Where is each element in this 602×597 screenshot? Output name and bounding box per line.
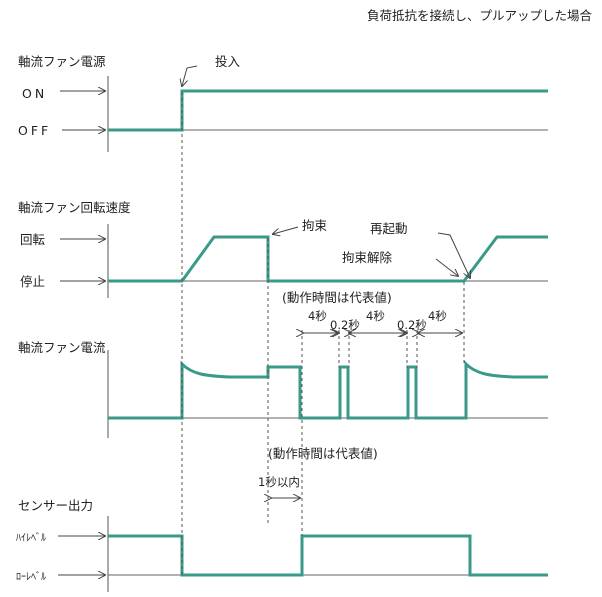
lock-release-label: 拘束解除 — [342, 250, 393, 265]
current-signal — [108, 360, 548, 420]
power-section-title: 軸流ファン電源 — [18, 54, 106, 69]
typical-note-2: (動作時間は代表値) — [268, 446, 378, 461]
lock-pointer — [273, 226, 299, 234]
restart-label: 再起動 — [370, 221, 408, 236]
power-on-pointer — [182, 65, 198, 86]
sensor-level-high: ﾊｲﾚﾍﾞﾙ — [16, 532, 46, 544]
speed-section-title: 軸流ファン回転速度 — [18, 200, 131, 215]
lock-label: 拘束 — [302, 218, 328, 233]
restart-pointer — [437, 232, 470, 278]
speed-level-run: 回転 — [20, 232, 46, 247]
dim-02s-a-label: 0.2秒 — [330, 318, 360, 332]
power-level-on: ON — [22, 86, 47, 101]
dim-4s-a-label: 4秒 — [308, 309, 327, 323]
sensor-section-title: センサー出力 — [18, 498, 93, 513]
dim-02s-b-label: 0.2秒 — [397, 318, 427, 332]
sensor-level-low: ﾛｰﾚﾍﾞﾙ — [16, 571, 46, 583]
lock-release-pointer — [435, 258, 458, 276]
typical-note-1: (動作時間は代表値) — [282, 290, 392, 305]
speed-level-stop: 停止 — [20, 274, 45, 289]
power-level-off: OFF — [18, 123, 51, 138]
dim-4s-c-label: 4秒 — [428, 309, 447, 323]
timing-guides — [181, 92, 465, 576]
power-on-label: 投入 — [215, 54, 241, 69]
page-title: 負荷抵抗を接続し、プルアップした場合 — [367, 8, 593, 23]
dim-4s-b-label: 4秒 — [366, 309, 385, 323]
current-section-title: 軸流ファン電流 — [18, 340, 106, 355]
speed-signal — [108, 235, 548, 283]
sensor-signal — [108, 534, 548, 577]
dim-1s-label: 1秒以内 — [258, 475, 300, 489]
power-signal — [108, 89, 548, 132]
